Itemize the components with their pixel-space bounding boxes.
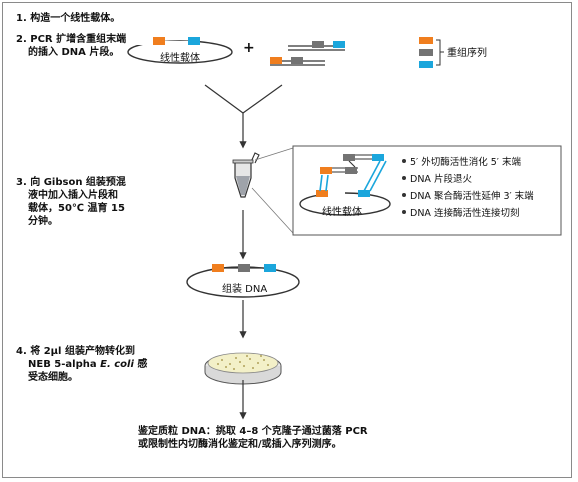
step-4-line-2: NEB 5-alpha E. coli 感 (16, 359, 147, 370)
step-4-text: 4. 将 2μl 组装产物转化到 NEB 5-alpha E. coli 感受态细… (16, 345, 147, 384)
step-4-line-2c: 感 (133, 359, 148, 370)
step-3-line-2: 液中加入插入片段和 (28, 190, 118, 201)
assembled-label: 组装 DNA (222, 282, 267, 295)
recomb-legend: 重组序列 (419, 37, 487, 68)
step-3-line-3: 载体，50℃ 温育 15 (28, 203, 125, 214)
figure-frame (2, 2, 572, 478)
linear-vector-label: 线性载体 (160, 51, 200, 64)
merge-line-left (204, 84, 244, 114)
legend-label: 重组序列 (447, 46, 487, 59)
bullet-3: DNA 聚合酶活性延伸 3′ 末端 (410, 190, 534, 202)
zoom-line-top (254, 147, 294, 161)
step-5-line-1: 鉴定质粒 DNA：挑取 4–8 个克隆子通过菌落 PCR (138, 426, 368, 437)
step-4-line-1: 4. 将 2μl 组装产物转化到 (16, 346, 135, 357)
insert-fragment (270, 41, 345, 66)
detail-vector-label: 线性载体 (322, 205, 362, 218)
step-3-text: 3. 向 Gibson 组装预混液中加入插入片段和载体，50℃ 温育 15 分钟。 (16, 176, 126, 228)
step-3-line-4: 分钟。 (28, 216, 58, 227)
step-4-line-2a: NEB 5-alpha (28, 359, 101, 370)
bullet-2: DNA 片段退火 (410, 173, 472, 185)
assembled-dna: 组装 DNA (186, 264, 300, 298)
annealing-graphic: 线性载体 (299, 154, 391, 218)
step-1-text: 1. 构造一个线性载体。 (16, 13, 121, 24)
bullet-1: 5′ 外切酶活性消化 5′ 末端 (410, 156, 521, 168)
orange-end-block (153, 37, 165, 45)
step-2-text: 2. PCR 扩增含重组末端的插入 DNA 片段。 (16, 33, 126, 59)
step-5-text: 鉴定质粒 DNA：挑取 4–8 个克隆子通过菌落 PCR 或限制性内切酶消化鉴定和… (138, 425, 368, 451)
step-4-ecoli: E. coli (100, 359, 134, 370)
bullet-4: DNA 连接酶活性连接切刻 (410, 207, 519, 219)
legend-blue (419, 61, 433, 68)
legend-gray (419, 49, 433, 56)
step-2-line-2: 的插入 DNA 片段。 (28, 47, 120, 58)
step-2-line-1: 2. PCR 扩增含重组末端 (16, 34, 127, 45)
step-5-line-2: 或限制性内切酶消化鉴定和/或插入序列测序。 (138, 439, 342, 450)
step-4-line-3: 受态细胞。 (28, 372, 78, 383)
merge-line-right (242, 84, 283, 114)
petri-dish-icon (204, 352, 282, 385)
legend-orange (419, 37, 433, 44)
reaction-tube-icon (232, 152, 260, 198)
linear-vector-top: 线性载体 (127, 37, 233, 64)
mechanism-bullets: 5′ 外切酶活性消化 5′ 末端 DNA 片段退火 DNA 聚合酶活性延伸 3′… (402, 156, 534, 219)
step-3-line-1: 3. 向 Gibson 组装预混 (16, 177, 126, 188)
blue-end-block (188, 37, 200, 45)
zoom-line-bottom (251, 187, 294, 234)
plus-sign: + (243, 40, 255, 56)
